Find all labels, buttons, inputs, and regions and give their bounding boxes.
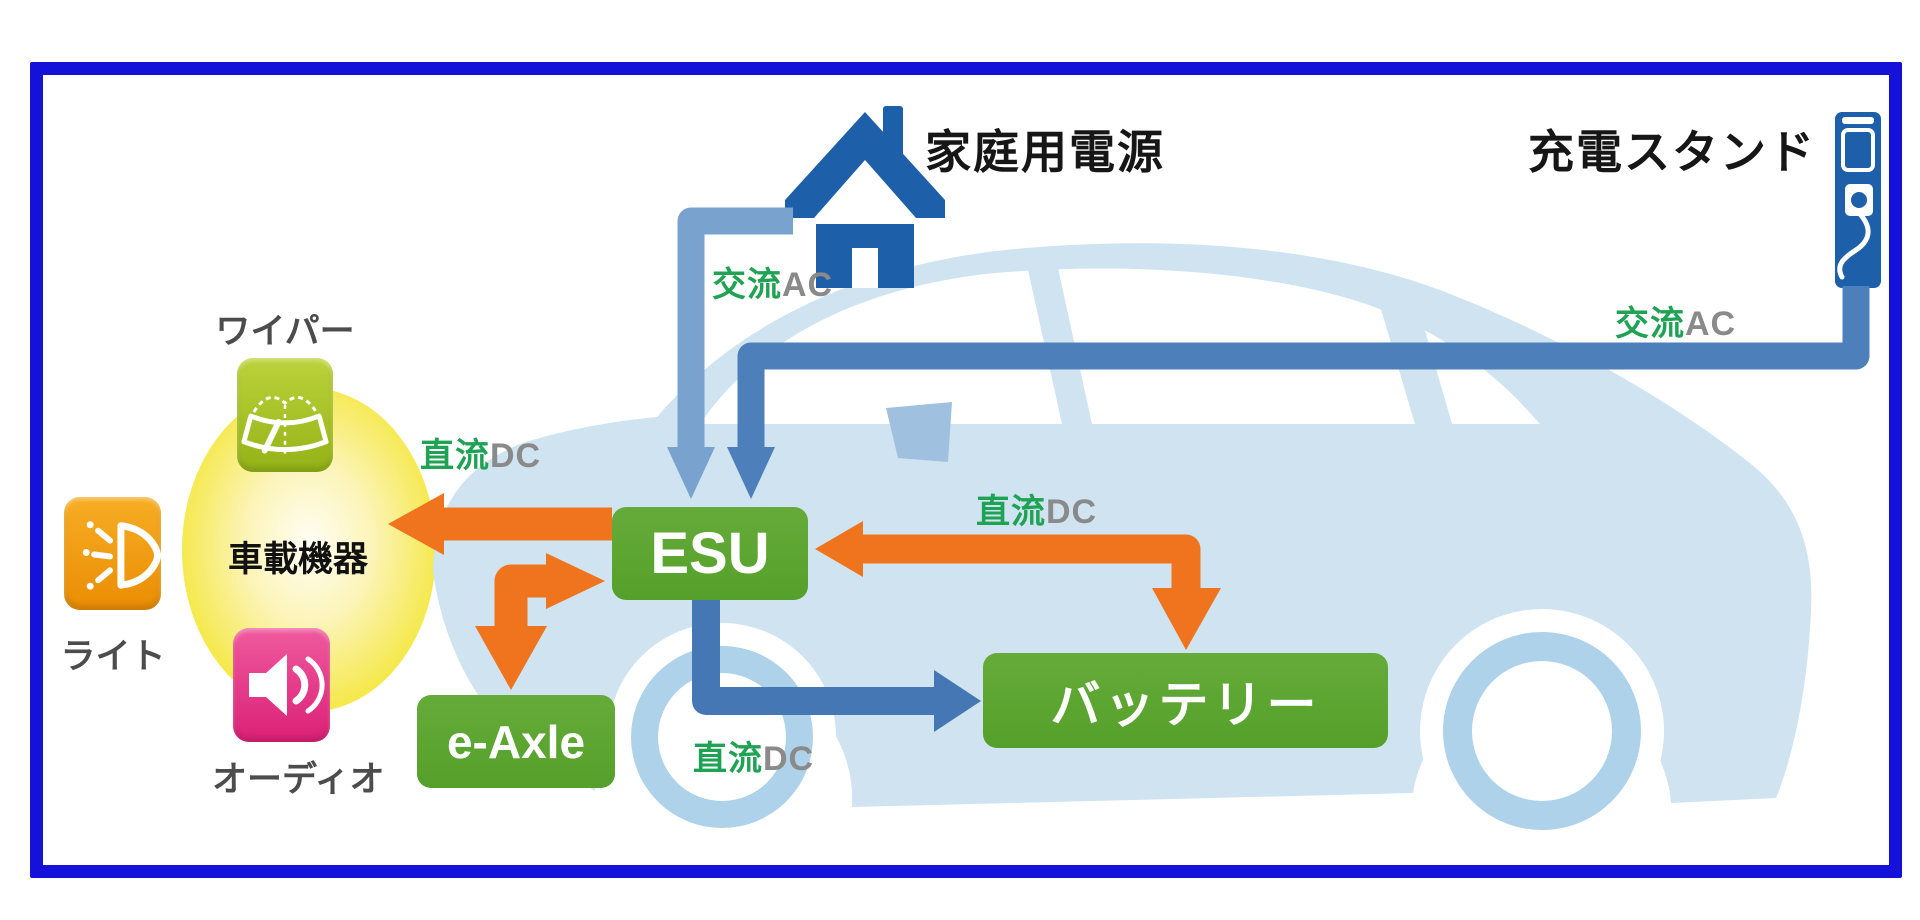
dc-label-right-jp: 直流 [976, 493, 1046, 531]
light-label: ライト [60, 637, 166, 676]
ac-label-home: 交流AC [712, 257, 833, 306]
dc-label-right-en: DC [1046, 493, 1098, 531]
ac-label-stand: 交流AC [1615, 296, 1736, 345]
dc-label-right: 直流DC [976, 484, 1097, 533]
dc-label-left-en: DC [490, 437, 542, 475]
house-icon [785, 106, 945, 288]
ac-label-stand-jp: 交流 [1615, 305, 1685, 343]
ac-label-home-jp: 交流 [712, 266, 782, 304]
car-mirror [886, 402, 952, 462]
arrow-ac-stand-to-esu [727, 286, 1870, 499]
dc-label-left: 直流DC [420, 428, 541, 477]
arrow-ac-home-to-esu [667, 207, 793, 499]
dc-label-bottom-en: DC [763, 740, 815, 778]
dc-label-bottom-jp: 直流 [693, 740, 763, 778]
equipment-label: 車載機器 [228, 540, 369, 579]
audio-label: オーディオ [212, 760, 385, 799]
light-icon [64, 497, 161, 610]
dc-label-bottom: 直流DC [693, 731, 814, 780]
ac-label-home-en: AC [782, 266, 834, 304]
wiper-icon [237, 358, 333, 472]
arrow-dc-esu-eaxle [475, 553, 605, 690]
arrow-dc-esu-to-battery-blue [692, 599, 981, 732]
ac-label-stand-en: AC [1685, 305, 1737, 343]
arrow-dc-esu-battery [815, 521, 1221, 650]
rear-wheel [1420, 609, 1664, 853]
wiper-label: ワイパー [215, 312, 355, 351]
arrow-dc-esu-to-equipment [388, 493, 612, 555]
charging-stand-label: 充電スタンド [1528, 126, 1816, 178]
home-power-label: 家庭用電源 [925, 126, 1165, 178]
audio-icon [233, 628, 330, 742]
e-axle-node: e-Axle [417, 695, 615, 788]
battery-node: バッテリー [983, 653, 1388, 748]
esu-node: ESU [612, 507, 808, 600]
charging-stand-icon [1835, 112, 1881, 288]
dc-label-left-jp: 直流 [420, 437, 490, 475]
